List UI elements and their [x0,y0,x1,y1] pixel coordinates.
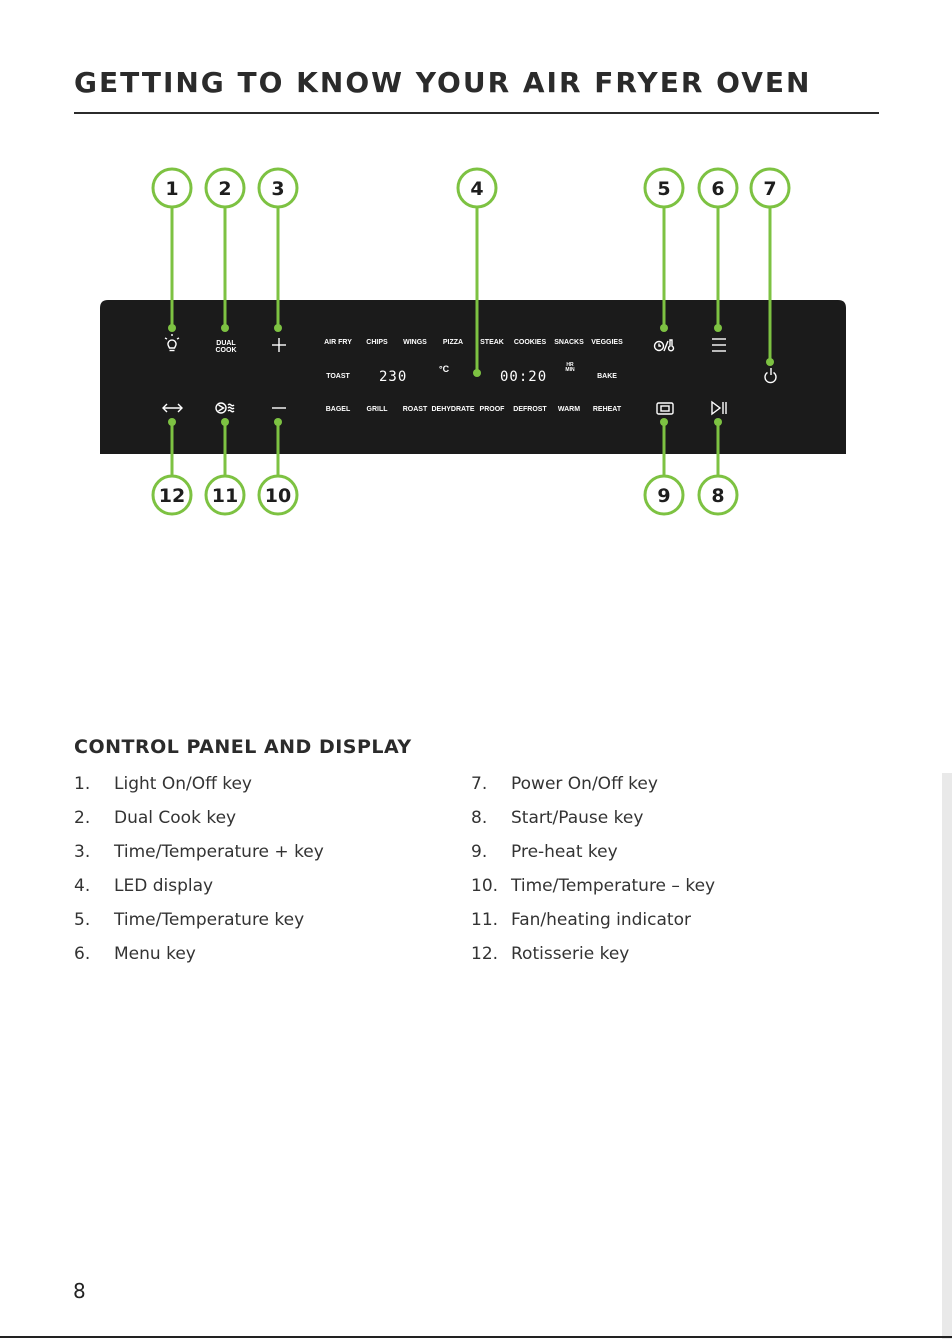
callout-12: 12 [151,474,193,516]
legend-item: 4.LED display [74,876,214,896]
page-title: GETTING TO KNOW YOUR AIR FRYER OVEN [74,66,812,99]
time-readout: 00:20 [500,369,547,385]
legend-list-right: 7.Power On/Off key 8.Start/Pause key 9.P… [471,772,715,976]
callout-1: 1 [151,167,193,209]
callout-8: 8 [697,474,739,516]
legend-item: 1.Light On/Off key [74,774,252,794]
preset-row-top: AIR FRY CHIPS WINGS PIZZA STEAK COOKIES SNACKS… [324,339,623,346]
fan-heating-icon [215,402,235,414]
preset-label: BAGEL [326,406,351,413]
preset-label: VEGGIES [591,339,623,346]
callout-3: 3 [257,167,299,209]
callout-10: 10 [257,474,299,516]
menu-icon [712,338,726,352]
start-pause-icon [711,400,727,416]
svg-text:11: 11 [212,485,238,507]
legend-item: 11.Fan/heating indicator [471,910,691,930]
callout-dots [168,324,774,426]
callout-5: 5 [643,167,685,209]
svg-text:2: 2 [218,178,231,200]
control-panel [100,300,846,454]
preset-label: REHEAT [593,406,622,413]
callout-11: 11 [204,474,246,516]
time-unit-hr: HR [566,362,574,368]
bottom-rule [0,1336,952,1338]
svg-text:1: 1 [165,178,178,200]
preset-label: STEAK [480,339,504,346]
temperature-readout: 230 [379,369,407,385]
power-icon [764,368,777,384]
callout-7: 7 [749,167,791,209]
callout-2: 2 [204,167,246,209]
preset-label-toast: TOAST [326,373,350,380]
svg-text:4: 4 [470,178,483,200]
preset-label: SNACKS [554,339,584,346]
svg-text:5: 5 [657,178,670,200]
rotisserie-arrows-icon [162,403,183,413]
preset-label: WARM [558,406,580,413]
legend-item: 2.Dual Cook key [74,808,237,828]
preset-label: PIZZA [443,339,463,346]
svg-text:10: 10 [265,485,291,507]
preset-label: CHIPS [366,339,388,346]
preset-label: AIR FRY [324,339,352,346]
legend-list-left: 1.Light On/Off key 2.Dual Cook key 3.Tim… [74,772,324,976]
time-unit-min: MIN [565,367,575,373]
legend-item: 9.Pre-heat key [471,842,618,862]
preset-label: GRILL [367,406,389,413]
svg-text:6: 6 [711,178,724,200]
legend-item: 7.Power On/Off key [471,774,658,794]
legend-item: 6.Menu key [74,944,196,964]
svg-text:12: 12 [159,485,185,507]
temperature-unit: °C [439,364,450,374]
preheat-icon [656,402,674,415]
legend-item: 8.Start/Pause key [471,808,644,828]
preset-label: DEFROST [513,406,547,413]
page-number: 8 [73,1279,86,1303]
legend-item: 3.Time/Temperature + key [74,842,324,862]
preset-label: COOKIES [514,339,547,346]
svg-text:3: 3 [271,178,284,200]
preset-label-bake: BAKE [597,373,617,380]
plus-icon [272,338,286,352]
preset-label: ROAST [403,406,428,413]
callout-4: 4 [456,167,498,209]
legend-item: 12.Rotisserie key [471,944,630,964]
svg-text:9: 9 [657,485,670,507]
preset-label: WINGS [403,339,427,346]
right-edge-tab [942,773,952,1339]
legend-item: 10.Time/Temperature – key [471,876,716,896]
dual-cook-label-line1: DUAL [216,340,236,347]
svg-text:8: 8 [711,485,724,507]
section-heading: CONTROL PANEL AND DISPLAY [74,736,412,758]
preset-label: PROOF [480,406,506,413]
dual-cook-label-line2: COOK [216,347,237,354]
callout-leaders [170,208,772,475]
light-bulb-icon [164,334,180,352]
clock-thermometer-icon [653,339,675,352]
svg-text:7: 7 [763,178,776,200]
callout-6: 6 [697,167,739,209]
title-rule [74,112,879,114]
callout-9: 9 [643,474,685,516]
preset-label: DEHYDRATE [431,406,474,413]
legend-item: 5.Time/Temperature key [74,910,305,930]
